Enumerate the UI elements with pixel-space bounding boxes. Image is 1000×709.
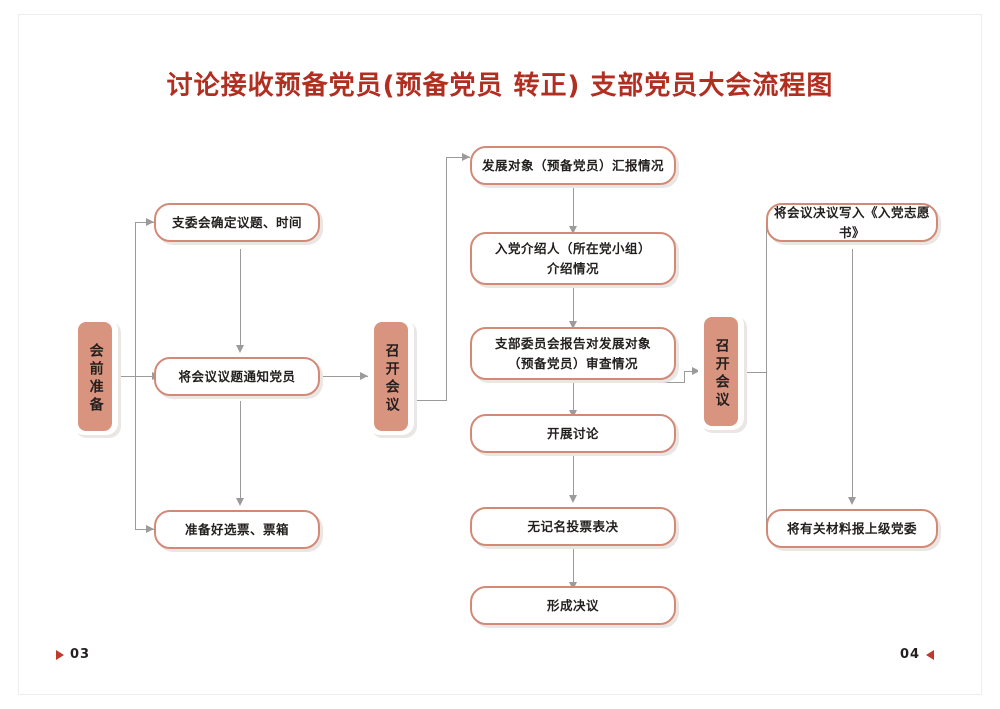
connector-mid2-to-mid3 <box>573 285 574 325</box>
node-write-resolution-line1: 将会议决议写入《入党志愿书》 <box>774 205 931 240</box>
node-branch-committee-review[interactable]: 支部委员会报告对发展对象 （预备党员）审查情况 <box>470 327 676 380</box>
page-number-right-value: 04 <box>900 647 921 662</box>
node-write-resolution[interactable]: 将会议决议写入《入党志愿书》 <box>766 203 938 242</box>
node-candidate-report-line1: 发展对象（预备党员）汇报情况 <box>481 157 664 173</box>
connector-mid3-riser <box>684 371 685 383</box>
triangle-right-icon <box>56 649 64 660</box>
node-prepare-ballots[interactable]: 准备好选票、票箱 <box>154 510 320 549</box>
arrowhead-mid4-mid5 <box>568 495 577 503</box>
connector-mid4-to-mid5 <box>573 453 574 499</box>
connector-stage2-riser <box>446 157 447 401</box>
stage-hold-meeting-1-label: 召开会议 <box>374 322 408 431</box>
node-discussion[interactable]: 开展讨论 <box>470 414 676 453</box>
node-notify-members-line1: 将会议议题通知党员 <box>178 368 296 384</box>
arrowhead-mid2-mid3 <box>568 321 577 329</box>
node-introducer-report[interactable]: 入党介绍人（所在党小组） 介绍情况 <box>470 232 676 285</box>
node-submit-materials-line1: 将有关材料报上级党委 <box>786 520 917 536</box>
page-title: 讨论接收预备党员(预备党员 转正) 支部党员大会流程图 <box>166 71 834 101</box>
arrowhead-to-stage2 <box>360 371 368 380</box>
connector-box2-to-stage2 <box>320 376 368 377</box>
node-prepare-ballots-line1: 准备好选票、票箱 <box>184 521 289 537</box>
node-secret-ballot[interactable]: 无记名投票表决 <box>470 507 676 546</box>
stage-hold-meeting-2[interactable]: 召开会议 <box>698 313 744 430</box>
connector-right1-to-right2 <box>852 249 853 499</box>
page-number-left-value: 03 <box>70 647 91 662</box>
arrowhead-box2-box3 <box>235 498 244 506</box>
page-edge-top <box>18 14 982 15</box>
connector-box1-to-box2 <box>240 249 241 348</box>
page-number-left: 03 <box>56 647 90 662</box>
node-notify-members[interactable]: 将会议议题通知党员 <box>154 357 320 396</box>
node-branch-committee-review-line1: 支部委员会报告对发展对象 <box>494 336 651 352</box>
node-secret-ballot-line1: 无记名投票表决 <box>527 518 619 534</box>
connector-stage2-out <box>414 400 446 401</box>
connector-mid3-stub <box>660 382 684 383</box>
arrowhead-mid1-mid2 <box>568 226 577 234</box>
stage-pre-meeting-label: 会前准备 <box>78 322 112 431</box>
node-submit-materials[interactable]: 将有关材料报上级党委 <box>766 509 938 548</box>
triangle-left-icon <box>926 649 935 660</box>
page-edge-left <box>18 14 19 695</box>
node-form-resolution-line1: 形成决议 <box>546 597 599 613</box>
node-introducer-report-line1: 入党介绍人（所在党小组） <box>494 241 651 257</box>
node-introducer-report-line2: 介绍情况 <box>546 260 599 276</box>
connector-right-bus <box>766 222 767 528</box>
node-form-resolution[interactable]: 形成决议 <box>470 586 676 625</box>
page-edge-right <box>981 14 982 695</box>
stage-hold-meeting-2-label: 召开会议 <box>704 317 738 426</box>
connector-riser-to-mid1 <box>446 157 470 158</box>
arrowhead-to-stage3 <box>692 366 700 375</box>
node-candidate-report[interactable]: 发展对象（预备党员）汇报情况 <box>470 146 676 185</box>
node-branch-committee-review-line2: （预备党员）审查情况 <box>507 355 638 371</box>
arrowhead-to-mid1 <box>462 152 470 161</box>
arrowhead-right1-right2 <box>847 497 856 505</box>
connector-box2-to-box3 <box>240 401 241 501</box>
page-edge-bottom <box>18 694 982 695</box>
node-discussion-line1: 开展讨论 <box>546 425 599 441</box>
node-set-topic-time[interactable]: 支委会确定议题、时间 <box>154 203 320 242</box>
arrowhead-to-box1 <box>146 217 154 226</box>
connector-mid5-to-mid6 <box>573 546 574 586</box>
stage-hold-meeting-1[interactable]: 召开会议 <box>368 318 414 435</box>
page-number-right: 04 <box>900 647 935 662</box>
arrowhead-to-box3 <box>146 524 154 533</box>
connector-stage3-out <box>744 372 766 373</box>
connector-bus-to-box1 <box>135 222 154 223</box>
arrowhead-box1-box2 <box>235 345 244 353</box>
connector-bus-to-box3 <box>135 529 154 530</box>
connector-mid3-to-mid4 <box>573 380 574 414</box>
node-set-topic-time-line1: 支委会确定议题、时间 <box>171 214 302 230</box>
connector-mid1-to-mid2 <box>573 185 574 230</box>
connector-bus-to-box2 <box>135 376 162 377</box>
stage-pre-meeting[interactable]: 会前准备 <box>72 318 118 435</box>
